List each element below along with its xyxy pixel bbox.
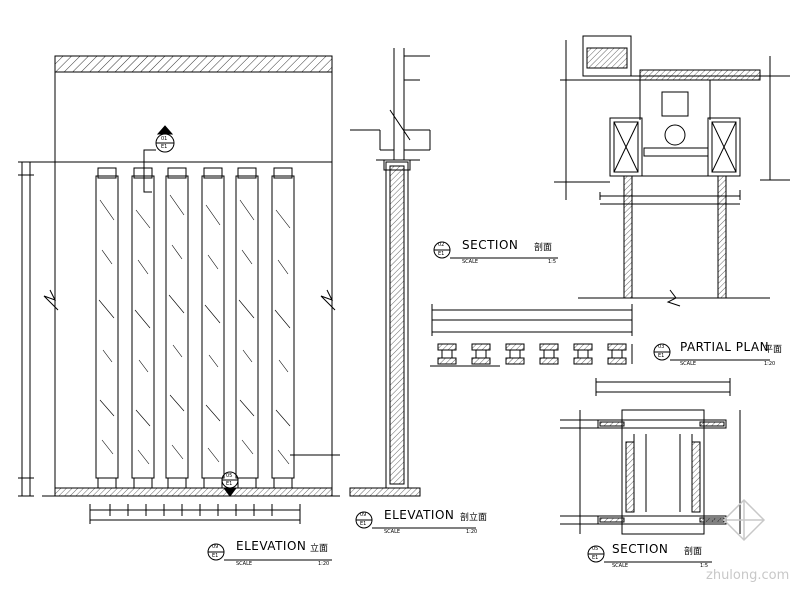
section-top-ref-bot: E1 <box>438 251 445 257</box>
elevation-mid-scale: 1:20 <box>466 529 478 535</box>
elevation-left-ref-top: 09 <box>212 544 219 550</box>
section-bottom-ref-top: 05 <box>592 546 599 552</box>
marker-05-sheet: E1 <box>226 481 233 487</box>
elevation-left-scale: 1:20 <box>318 561 330 567</box>
section-bottom-cn: 剖面 <box>684 547 703 557</box>
column-panel <box>271 167 295 489</box>
plan-post <box>505 343 525 365</box>
section-bottom-scale: 1:5 <box>700 563 709 569</box>
marker-05-label: 05 <box>226 473 233 479</box>
plan-post <box>437 343 457 365</box>
elevation-left-ref-bot: E1 <box>212 553 219 559</box>
section-top-scale-word: SCALE <box>462 259 479 265</box>
marker-01-sheet: E1 <box>161 144 168 150</box>
section-top-title: SECTION <box>462 238 519 252</box>
elevation-mid-scale-word: SCALE <box>384 529 401 535</box>
section-bottom-scale-word: SCALE <box>612 563 629 569</box>
watermark-text: zhulong.com <box>706 568 790 583</box>
elevation-mid-ref-top: 09 <box>360 512 367 518</box>
elevation-left-cn: 立面 <box>310 544 329 554</box>
column-panel <box>131 167 155 489</box>
elevation-mid-cn: 剖立面 <box>460 513 488 523</box>
column-panel <box>165 167 189 489</box>
section-bottom <box>560 378 741 535</box>
elevation-left <box>18 55 340 524</box>
section-top-ref-top: 02 <box>438 242 445 248</box>
watermark-logo <box>722 498 766 542</box>
ref-marker-01 <box>155 125 175 153</box>
column-panel <box>201 167 225 489</box>
elevation-left-scale-word: SCALE <box>236 561 253 567</box>
floor-band <box>54 487 333 497</box>
plan-post <box>471 343 491 365</box>
partial-plan-scale-word: SCALE <box>680 361 697 367</box>
partial-plan-title: PARTIAL PLAN <box>680 340 770 354</box>
partial-plan-ref-top: 03 <box>658 344 665 350</box>
partial-plan-ref-bot: E1 <box>658 353 665 359</box>
section-bottom-ref-bot: E1 <box>592 555 599 561</box>
partial-plan-scale: 1:20 <box>764 361 776 367</box>
section-bottom-title: SECTION <box>612 542 669 556</box>
column-panel <box>95 167 119 489</box>
elevation-mid-title: ELEVATION <box>384 508 455 522</box>
partial-plan <box>430 304 633 367</box>
marker-01-label: 01 <box>161 136 168 142</box>
section-top <box>554 35 790 307</box>
partial-plan-cn: 平面 <box>764 345 783 355</box>
ref-marker-05 <box>221 471 239 497</box>
ceiling-band <box>54 55 333 73</box>
elevation-mid <box>349 48 431 497</box>
section-top-scale: 1:5 <box>548 259 557 265</box>
plan-post <box>539 343 559 365</box>
column-panels <box>95 149 295 489</box>
column-panel <box>235 167 259 489</box>
elevation-left-title: ELEVATION <box>236 539 307 553</box>
elevation-mid-ref-bot: E1 <box>360 521 367 527</box>
plan-post <box>607 343 627 365</box>
section-top-cn: 剖面 <box>534 243 553 253</box>
plan-post <box>573 343 593 365</box>
